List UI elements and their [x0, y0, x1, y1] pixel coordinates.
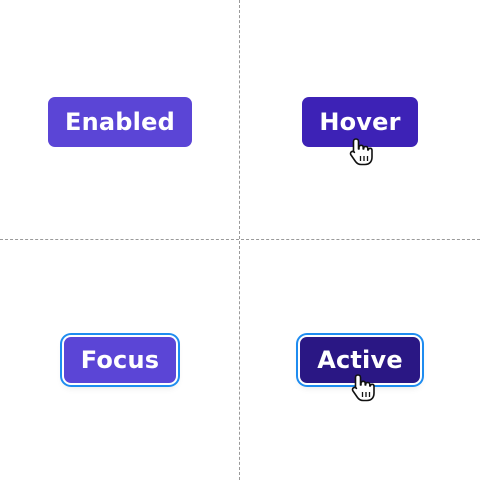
- enabled-button-label: Enabled: [65, 108, 175, 136]
- active-cell: Active: [240, 240, 480, 480]
- vertical-divider: [239, 0, 240, 480]
- hover-button-label: Hover: [319, 108, 401, 136]
- enabled-cell: Enabled: [0, 0, 240, 240]
- focus-button-label: Focus: [80, 346, 160, 374]
- hover-cell: Hover: [240, 0, 480, 240]
- focus-cell: Focus: [0, 240, 240, 480]
- horizontal-divider: [0, 239, 480, 240]
- enabled-button[interactable]: Enabled: [48, 97, 192, 147]
- focus-button[interactable]: Focus: [63, 337, 177, 383]
- active-button-label: Active: [317, 346, 403, 374]
- hover-button[interactable]: Hover: [302, 97, 418, 147]
- active-button[interactable]: Active: [300, 337, 420, 383]
